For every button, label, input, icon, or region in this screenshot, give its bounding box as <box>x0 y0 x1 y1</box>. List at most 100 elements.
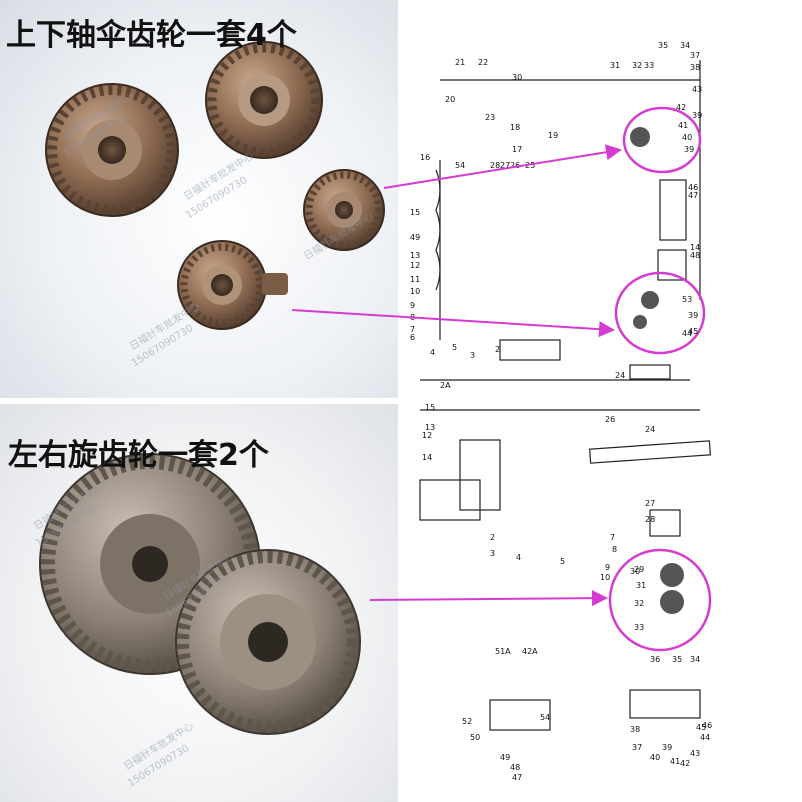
part-number-label: 46 <box>702 721 712 730</box>
part-number-label: 6 <box>410 333 415 342</box>
part-number-label: 47 <box>512 773 522 782</box>
part-number-label: 14 <box>422 453 432 462</box>
bevel-gear-4 <box>177 240 288 330</box>
part-number-label: 50 <box>470 733 480 742</box>
part-number-label: 2 <box>490 533 495 542</box>
part-number-label: 35 <box>658 41 668 50</box>
part-number-label: 39 <box>684 145 694 154</box>
part-number-label: 39 <box>692 111 702 120</box>
part-number-label: 49 <box>410 233 420 242</box>
part-number-label: 42 <box>676 103 686 112</box>
part-number-label: 4 <box>516 553 521 562</box>
part-number-label: 8 <box>410 313 415 322</box>
part-number-label: 49 <box>500 753 510 762</box>
part-number-label: 3 <box>490 549 495 558</box>
bottom-caption: 左右旋齿轮一套2个 <box>8 438 269 473</box>
bevel-gears-photo <box>0 0 398 398</box>
part-number-label: 33 <box>634 623 644 632</box>
highlight-circle-lower-gears <box>614 271 706 355</box>
part-number-label: 7 <box>610 533 615 542</box>
part-number-label: 22 <box>478 58 488 67</box>
part-number-label: 39 <box>662 743 672 752</box>
part-number-label: 41 <box>678 121 688 130</box>
part-number-label: 32 <box>632 61 642 70</box>
part-number-label: 2 <box>495 345 500 354</box>
part-number-label: 38 <box>690 63 700 72</box>
part-number-label: 5 <box>452 343 457 352</box>
part-number-label: 38 <box>630 725 640 734</box>
part-number-label: 43 <box>692 85 702 94</box>
part-number-label: 31 <box>610 61 620 70</box>
highlight-circle-helical-gears <box>608 548 712 652</box>
part-number-label: 15 <box>425 403 435 412</box>
part-number-label: 18 <box>510 123 520 132</box>
part-number-label: 9 <box>605 563 610 572</box>
part-number-label: 17 <box>512 145 522 154</box>
part-number-label: 44 <box>682 329 692 338</box>
part-number-label: 48 <box>510 763 520 772</box>
part-number-label: 27 <box>500 161 510 170</box>
part-number-label: 45 <box>688 327 698 336</box>
part-number-label: 40 <box>682 133 692 142</box>
part-number-label: 26 <box>510 161 520 170</box>
part-number-label: 11 <box>410 275 420 284</box>
part-number-label: 39 <box>688 311 698 320</box>
part-number-label: 27 <box>645 499 655 508</box>
part-number-label: 34 <box>690 655 700 664</box>
part-number-label: 26 <box>605 415 615 424</box>
part-number-label: 13 <box>410 251 420 260</box>
highlight-circle-upper-gears <box>622 106 702 174</box>
part-number-label: 5 <box>560 557 565 566</box>
part-number-label: 19 <box>548 131 558 140</box>
bevel-gear-1 <box>45 83 179 217</box>
part-number-label: 45 <box>696 723 706 732</box>
part-number-label: 12 <box>410 261 420 270</box>
part-number-label: 36 <box>650 655 660 664</box>
part-number-label: 28 <box>490 161 500 170</box>
part-number-label: 3 <box>470 351 475 360</box>
part-number-label: 47 <box>688 191 698 200</box>
part-number-label: 35 <box>672 655 682 664</box>
part-number-label: 54 <box>455 161 465 170</box>
part-number-label: 54 <box>540 713 550 722</box>
part-number-label: 42 <box>680 759 690 768</box>
part-number-label: 25 <box>525 161 535 170</box>
part-number-label: 12 <box>422 431 432 440</box>
part-number-label: 51A <box>495 647 511 656</box>
part-number-label: 37 <box>690 51 700 60</box>
part-number-label: 21 <box>455 58 465 67</box>
part-number-label: 2A <box>440 381 451 390</box>
part-number-label: 33 <box>644 61 654 70</box>
part-number-label: 8 <box>612 545 617 554</box>
part-number-label: 14 <box>690 243 700 252</box>
part-number-label: 16 <box>420 153 430 162</box>
part-number-label: 28 <box>645 515 655 524</box>
part-number-label: 41 <box>670 757 680 766</box>
part-number-label: 13 <box>425 423 435 432</box>
part-number-label: 53 <box>682 295 692 304</box>
helical-gears-illustration <box>39 453 361 735</box>
part-number-label: 29 <box>634 565 644 574</box>
helical-gear-right <box>175 549 361 735</box>
part-number-label: 46 <box>688 183 698 192</box>
part-number-label: 10 <box>410 287 420 296</box>
part-number-label: 10 <box>600 573 610 582</box>
part-number-label: 43 <box>690 749 700 758</box>
part-number-label: 44 <box>700 733 710 742</box>
part-number-label: 9 <box>410 301 415 310</box>
part-number-label: 24 <box>615 371 625 380</box>
part-number-label: 24 <box>645 425 655 434</box>
part-number-label: 30 <box>512 73 522 82</box>
part-number-label: 32 <box>634 599 644 608</box>
part-number-label: 15 <box>410 208 420 217</box>
part-number-label: 31 <box>636 581 646 590</box>
part-number-label: 4 <box>430 348 435 357</box>
bevel-gear-2 <box>205 41 323 159</box>
part-number-label: 34 <box>680 41 690 50</box>
part-number-label: 20 <box>445 95 455 104</box>
part-number-label: 42A <box>522 647 538 656</box>
part-number-label: 52 <box>462 717 472 726</box>
bevel-gear-3 <box>303 169 385 251</box>
